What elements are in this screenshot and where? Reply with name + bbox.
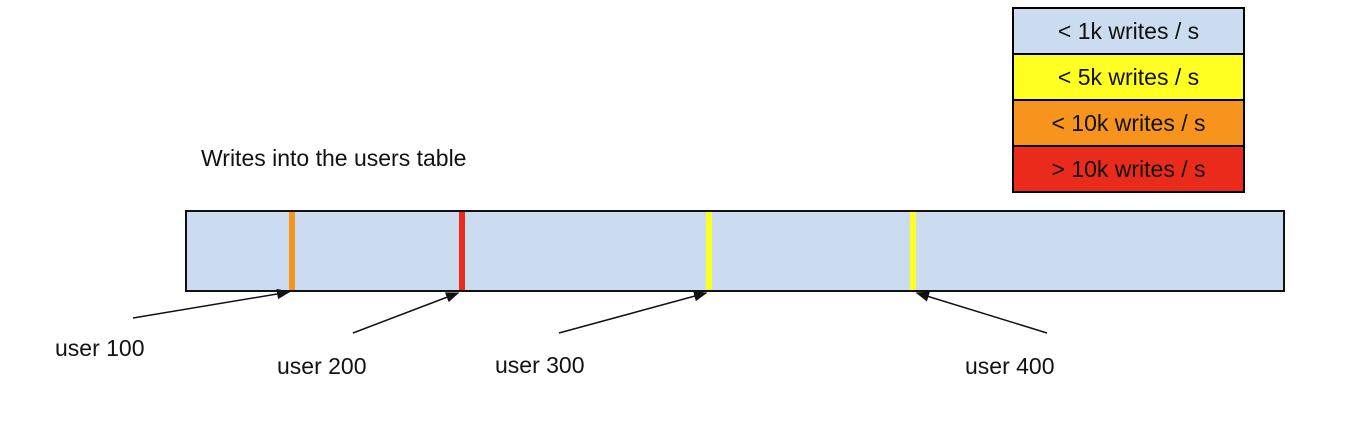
write-hotspot-stripe	[706, 212, 712, 290]
marker-label-user-300: user 300	[495, 352, 585, 378]
legend-label: < 1k writes / s	[1057, 17, 1200, 44]
legend-row-lt-5k: < 5k writes / s	[1012, 53, 1245, 101]
legend-label: > 10k writes / s	[1051, 155, 1206, 182]
marker-arrow	[558, 291, 708, 334]
marker-label-user-200: user 200	[277, 353, 367, 379]
users-table-bar	[185, 210, 1285, 292]
marker-arrow	[352, 292, 460, 334]
marker-arrow	[132, 288, 291, 319]
write-hotspot-stripe	[289, 212, 295, 290]
legend-label: < 5k writes / s	[1057, 63, 1200, 90]
diagram-title: Writes into the users table	[201, 145, 467, 171]
marker-arrow	[915, 291, 1048, 334]
write-hotspot-stripe	[459, 212, 465, 290]
marker-label-user-400: user 400	[965, 353, 1055, 379]
write-rate-legend: < 1k writes / s < 5k writes / s < 10k wr…	[1012, 7, 1245, 193]
legend-row-lt-10k: < 10k writes / s	[1012, 99, 1245, 147]
legend-label: < 10k writes / s	[1051, 109, 1206, 136]
marker-label-user-100: user 100	[55, 335, 145, 361]
legend-row-gt-10k: > 10k writes / s	[1012, 145, 1245, 193]
write-hotspot-stripe	[910, 212, 916, 290]
legend-row-lt-1k: < 1k writes / s	[1012, 7, 1245, 55]
